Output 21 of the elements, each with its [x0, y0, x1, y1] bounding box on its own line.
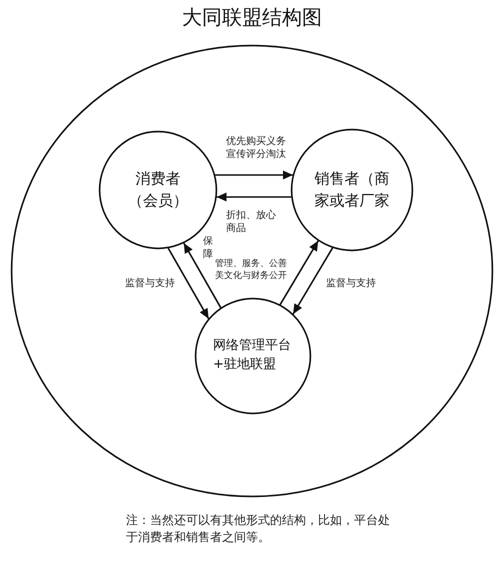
edge-label: 监督与支持 [125, 277, 175, 290]
circle-node [194, 297, 312, 415]
arrow [168, 248, 210, 320]
arrow [279, 240, 319, 306]
arrow [215, 170, 293, 180]
note-text: 注：当然还可以有其他形式的结构，比如，平台处于消费者和销售者之间等。 [126, 512, 391, 546]
arrow [216, 192, 292, 202]
edge-label: 优先购买义务宣传评分淘汰 [226, 135, 288, 161]
edge-label: 保障 [203, 236, 213, 261]
edge-label: 管理、服务、公善美文化与财务公开 [215, 259, 289, 282]
arrow [292, 247, 334, 314]
diagram-title: 大同联盟结构图 [182, 5, 322, 29]
node-label: 消费者（会员） [127, 168, 189, 211]
circle-node [290, 128, 414, 252]
node-label: 销售者（商家或者厂家 [314, 168, 390, 211]
arrow [183, 242, 222, 308]
node-label: 网络管理平台+驻地联盟 [213, 337, 292, 374]
edge-label: 监督与支持 [326, 277, 376, 290]
circle-node [98, 130, 218, 250]
edge-label: 折扣、放心商品 [226, 209, 278, 235]
outer-circle [10, 44, 494, 498]
